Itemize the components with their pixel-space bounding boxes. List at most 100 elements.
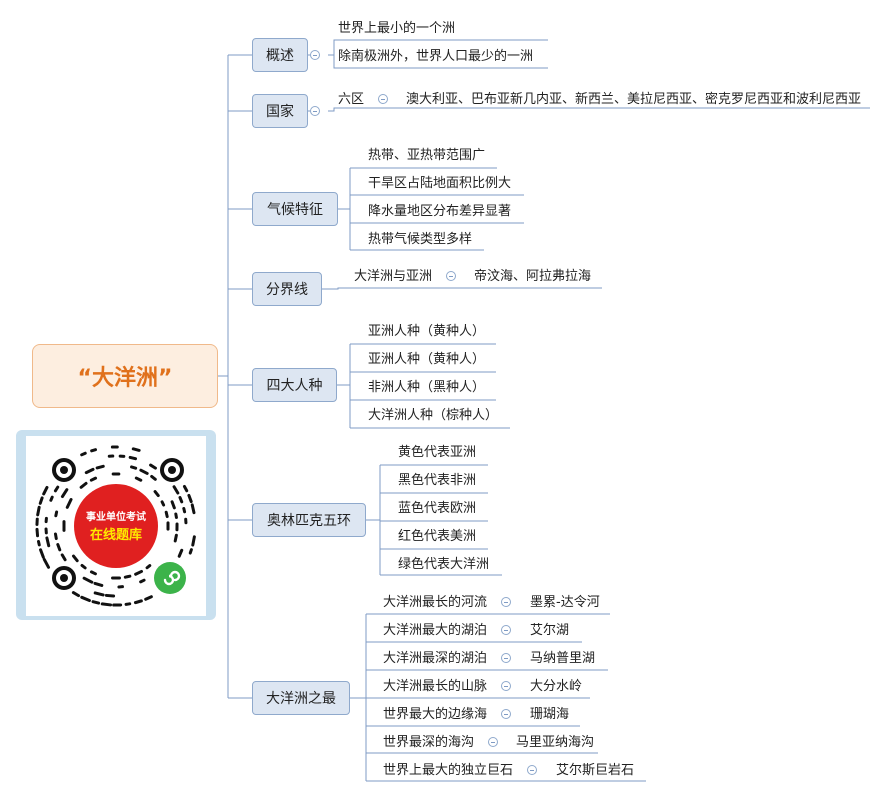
qr-dot: [80, 451, 87, 457]
collapse-icon[interactable]: [446, 271, 456, 281]
qr-dot: [54, 510, 59, 518]
qr-dot: [53, 532, 58, 541]
leaf-superlative-value[interactable]: 马里亚纳海沟: [516, 735, 595, 750]
leaf-overview-2[interactable]: 除南极洲外，世界人口最少的一洲: [338, 49, 534, 64]
qr-dot: [139, 578, 146, 584]
leaf-superlative-value[interactable]: 大分水岭: [530, 679, 583, 694]
qr-dot: [80, 563, 87, 570]
branch-overview[interactable]: 概述: [252, 38, 308, 72]
qr-dot: [190, 503, 196, 515]
branch-countries[interactable]: 国家: [252, 94, 308, 128]
qr-dot: [191, 535, 196, 547]
leaf-ring-4[interactable]: 红色代表美洲: [398, 529, 477, 544]
qr-dot: [153, 490, 160, 498]
collapse-icon[interactable]: [501, 653, 511, 663]
qr-dot: [95, 464, 105, 470]
leaf-superlative-value[interactable]: 墨累-达令河: [530, 595, 600, 610]
collapse-icon[interactable]: [310, 106, 320, 116]
qr-dot: [79, 481, 88, 489]
qr-dot: [71, 554, 79, 563]
qr-dot: [35, 527, 40, 538]
leaf-superlative-name[interactable]: 世界上最大的独立巨石: [383, 763, 514, 778]
qr-dot: [89, 476, 98, 482]
qr-dot: [100, 602, 113, 607]
leaf-countries-region[interactable]: 六区: [338, 92, 365, 107]
leaf-climate-1[interactable]: 热带、亚热带范围广: [368, 148, 486, 163]
leaf-boundary-sea[interactable]: 帝汶海、阿拉弗拉海: [474, 269, 592, 284]
qr-dot: [131, 447, 141, 452]
branch-boundary[interactable]: 分界线: [252, 272, 322, 306]
collapse-icon[interactable]: [501, 709, 511, 719]
collapse-icon[interactable]: [488, 737, 498, 747]
leaf-superlative-name[interactable]: 大洋洲最长的河流: [383, 595, 488, 610]
leaf-race-1[interactable]: 亚洲人种（黄种人）: [368, 324, 486, 339]
leaf-superlative-name[interactable]: 大洋洲最长的山脉: [383, 679, 488, 694]
leaf-superlative-value[interactable]: 马纳普里湖: [530, 651, 596, 666]
qr-dot: [164, 510, 169, 519]
qr-dot: [91, 600, 101, 605]
qr-dot: [38, 496, 44, 505]
qr-dot: [60, 488, 69, 499]
leaf-ring-1[interactable]: 黄色代表亚洲: [398, 445, 477, 460]
qr-badge-line2: 在线题库: [89, 528, 142, 543]
collapse-icon[interactable]: [310, 50, 320, 60]
qr-code[interactable]: 事业单位考试 在线题库: [26, 436, 206, 616]
leaf-superlative-name[interactable]: 世界最深的海沟: [383, 735, 475, 750]
branch-races[interactable]: 四大人种: [252, 368, 337, 402]
qr-dot: [149, 463, 157, 470]
qr-dot: [39, 548, 45, 559]
qr-dot: [187, 493, 193, 504]
qr-dot: [36, 505, 41, 517]
qr-dot: [139, 468, 149, 475]
leaf-climate-2[interactable]: 干旱区占陆地面积比例大: [368, 176, 512, 191]
qr-dot: [80, 595, 91, 603]
branch-olympic-rings[interactable]: 奥林匹克五环: [252, 503, 366, 537]
root-topic[interactable]: “大洋洲”: [32, 344, 218, 408]
leaf-ring-3[interactable]: 蓝色代表欧洲: [398, 501, 477, 516]
qr-center-badge: [74, 484, 158, 568]
qr-dot: [56, 542, 62, 552]
qr-dot: [160, 500, 166, 507]
qr-dot: [123, 574, 132, 579]
qr-dot: [174, 512, 178, 519]
collapse-icon[interactable]: [501, 681, 511, 691]
qr-dot: [173, 533, 178, 543]
collapse-icon[interactable]: [527, 765, 537, 775]
leaf-race-4[interactable]: 大洋洲人种（棕种人）: [368, 408, 499, 423]
leaf-superlative-name[interactable]: 大洋洲最深的湖泊: [383, 651, 488, 666]
leaf-race-2[interactable]: 亚洲人种（黄种人）: [368, 352, 486, 367]
branch-superlatives[interactable]: 大洋洲之最: [252, 681, 350, 715]
wechat-miniprogram-icon: [154, 562, 186, 594]
leaf-climate-4[interactable]: 热带气候类型多样: [368, 232, 473, 247]
qr-dot: [89, 570, 97, 576]
leaf-superlative-value[interactable]: 艾尔斯巨岩石: [556, 763, 635, 778]
qr-dot: [42, 557, 51, 569]
qr-dot: [178, 496, 184, 504]
leaf-ring-2[interactable]: 黑色代表非洲: [398, 473, 477, 488]
qr-dot: [150, 474, 157, 481]
qr-dot: [53, 485, 60, 493]
qr-dot: [182, 506, 187, 514]
qr-dot: [144, 595, 153, 601]
leaf-ring-5[interactable]: 绿色代表大洋洲: [398, 557, 490, 572]
qr-dot: [93, 581, 104, 587]
leaf-climate-3[interactable]: 降水量地区分布差异显著: [368, 204, 512, 219]
leaf-superlative-value[interactable]: 艾尔湖: [530, 623, 570, 638]
qr-dot: [134, 569, 144, 576]
qr-dot: [84, 467, 95, 475]
leaf-superlative-name[interactable]: 世界最大的边缘海: [383, 707, 488, 722]
leaf-boundary-from[interactable]: 大洋洲与亚洲: [354, 269, 433, 284]
leaf-race-3[interactable]: 非洲人种（黑种人）: [368, 380, 486, 395]
qr-dot: [60, 553, 67, 562]
qr-dot: [172, 485, 180, 495]
collapse-icon[interactable]: [378, 94, 388, 104]
leaf-superlative-name[interactable]: 大洋洲最大的湖泊: [383, 623, 488, 638]
leaf-superlative-value[interactable]: 珊瑚海: [530, 707, 570, 722]
collapse-icon[interactable]: [501, 597, 511, 607]
qr-badge-line1: 事业单位考试: [86, 512, 146, 523]
collapse-icon[interactable]: [501, 625, 511, 635]
qr-dot: [37, 540, 41, 547]
leaf-overview-1[interactable]: 世界上最小的一个洲: [338, 21, 456, 36]
leaf-countries-list[interactable]: 澳大利亚、巴布亚新几内亚、新西兰、美拉尼西亚、密克罗尼西亚和波利尼西亚: [406, 92, 862, 107]
branch-climate[interactable]: 气候特征: [252, 192, 338, 226]
